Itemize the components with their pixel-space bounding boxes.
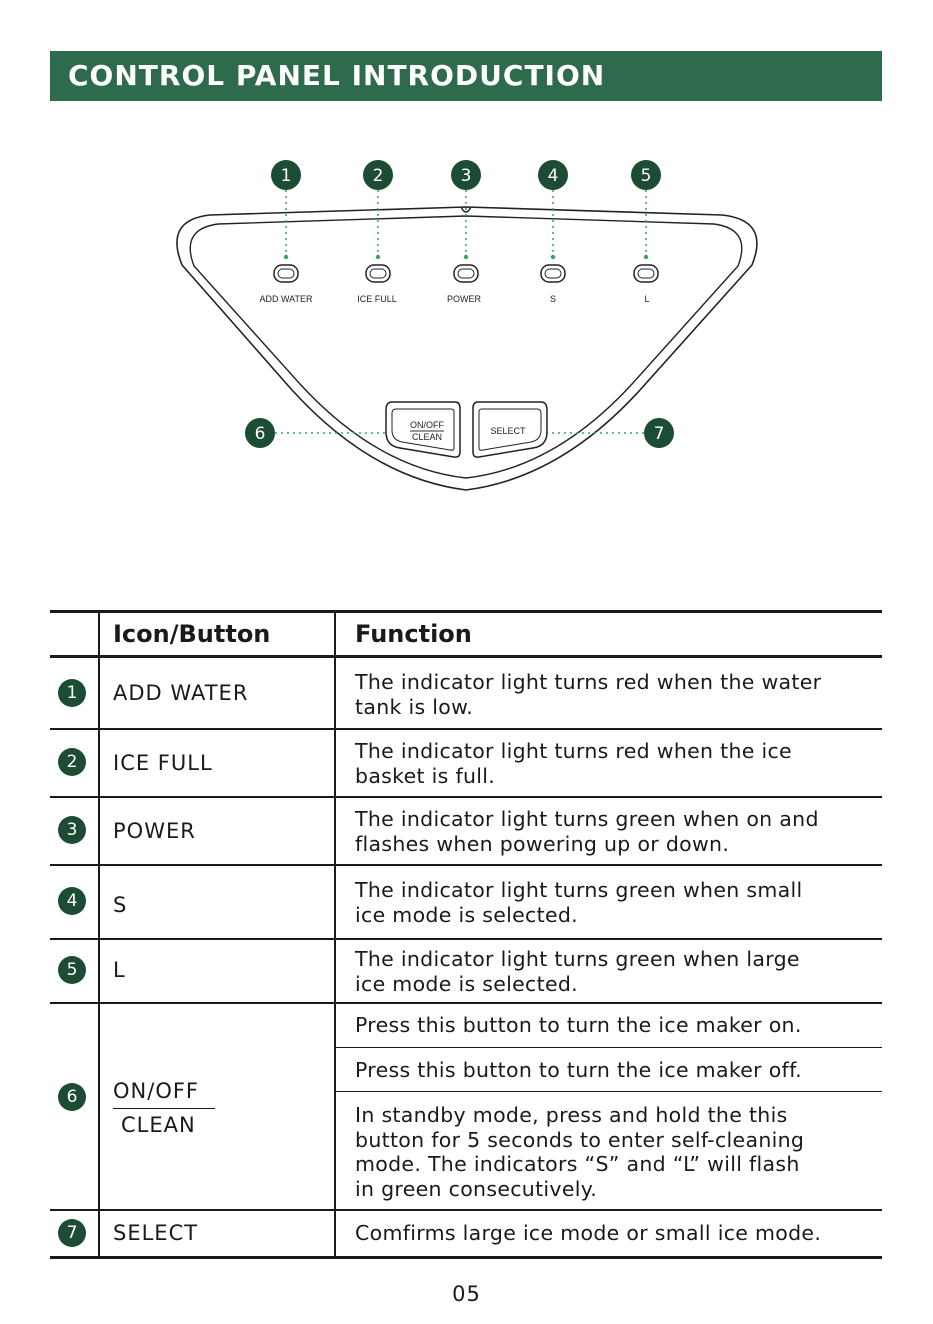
row-function: The indicator light turns green when lar… — [355, 947, 800, 996]
row-name: S — [113, 893, 128, 917]
indicator-label: ADD WATER — [260, 294, 313, 304]
page-number: 05 — [452, 1282, 481, 1306]
title-banner: CONTROL PANEL INTRODUCTION — [50, 51, 882, 101]
indicator-label: S — [550, 294, 556, 304]
row-number-badge: 7 — [58, 1219, 86, 1247]
panel-outer-outline — [176, 206, 758, 491]
row-name: L — [113, 958, 126, 982]
row-name: SELECT — [113, 1221, 199, 1245]
control-panel-diagram: ADD WATER ICE FULL POWER S L ON/OFF CLEA… — [176, 160, 758, 491]
callout-number: 4 — [548, 166, 559, 186]
row-function: The indicator light turns green when on … — [355, 807, 819, 856]
row-function: The indicator light turns red when the i… — [355, 739, 792, 788]
row-function: Comfirms large ice mode or small ice mod… — [355, 1221, 822, 1245]
header-icon-button: Icon/Button — [113, 620, 271, 648]
row-number-badge: 1 — [58, 679, 86, 707]
callout-badge — [631, 160, 661, 190]
indicator-label: POWER — [447, 294, 482, 304]
row-name-clean: CLEAN — [121, 1113, 196, 1137]
select-button-label: SELECT — [490, 426, 526, 436]
onoff-clean-button[interactable] — [385, 401, 461, 458]
callout-badge — [644, 418, 674, 448]
panel-inner-outline — [189, 215, 743, 479]
select-button[interactable] — [472, 401, 548, 458]
callout-number: 1 — [281, 166, 292, 186]
header-function: Function — [355, 620, 472, 648]
indicator-label: ICE FULL — [357, 294, 397, 304]
row-name: ADD WATER — [113, 681, 249, 705]
callout-badge — [271, 160, 301, 190]
callout-badge — [451, 160, 481, 190]
row-number-badge: 2 — [58, 748, 86, 776]
callout-badge — [363, 160, 393, 190]
row-function: Press this button to turn the ice maker … — [355, 1013, 802, 1037]
row-number-badge: 3 — [58, 816, 86, 844]
row-function: In standby mode, press and hold the this… — [355, 1103, 805, 1201]
callout-badge — [245, 418, 275, 448]
row-number-badge: 4 — [58, 887, 86, 915]
indicator-label: L — [644, 294, 649, 304]
row-number-badge: 5 — [58, 956, 86, 984]
onoff-button-label: ON/OFF — [410, 420, 444, 430]
callout-number: 7 — [654, 424, 665, 444]
row-function: Press this button to turn the ice maker … — [355, 1058, 802, 1082]
row-number-badge: 6 — [58, 1083, 86, 1111]
callout-number: 5 — [641, 166, 652, 186]
callout-number: 2 — [373, 166, 384, 186]
callout-badge — [538, 160, 568, 190]
page-title: CONTROL PANEL INTRODUCTION — [68, 59, 606, 92]
row-function: The indicator light turns red when the w… — [355, 670, 822, 719]
callout-lines — [275, 190, 647, 434]
row-name: ICE FULL — [113, 751, 213, 775]
row-function: The indicator light turns green when sma… — [355, 878, 803, 927]
row-name-onoff: ON/OFF — [113, 1079, 200, 1103]
callout-number: 3 — [461, 166, 472, 186]
row-name: POWER — [113, 819, 196, 843]
callout-number: 6 — [255, 424, 266, 444]
clean-button-label: CLEAN — [412, 432, 442, 442]
